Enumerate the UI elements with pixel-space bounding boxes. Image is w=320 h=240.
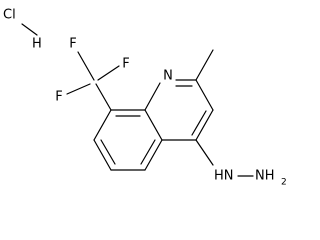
double-bond-c5-c4a	[140, 139, 156, 165]
methyl-bond	[195, 49, 214, 81]
double-bond-c3-c4	[191, 110, 207, 136]
double-bond-c7-c6	[100, 139, 116, 165]
fluorine-right-label: F	[122, 57, 129, 72]
ring-bond-c8-c7	[93, 109, 112, 141]
ring-bond-c4a-c8a	[144, 109, 163, 141]
cf-bond-top	[77, 51, 95, 81]
fluorine-top-label: F	[69, 37, 76, 52]
fluorine-left-label: F	[55, 90, 62, 105]
ring-bond-c7-c6	[93, 139, 112, 171]
ring-bond-c8a-n1	[144, 82, 161, 111]
chlorine-label: Cl	[3, 8, 16, 23]
molecule-drawing: Cl H F F F N HN NH 2	[3, 8, 287, 188]
hydrazine-nh2-label: NH	[255, 169, 275, 184]
ring-nitrogen-label: N	[163, 69, 173, 84]
structure-canvas: Cl H F F F N HN NH 2	[3, 8, 287, 188]
hydrogen-label: H	[32, 37, 42, 52]
hcl-bond	[21, 23, 38, 36]
hydrazine-hn-label: HN	[214, 169, 234, 184]
cf-bond-right	[97, 65, 120, 81]
ring-bond-c5-c4a	[144, 139, 163, 171]
c8-cf3-bond	[95, 83, 112, 111]
ring-bond-c2-c3	[195, 79, 214, 111]
cf-bond-left	[66, 83, 91, 95]
ring-bond-c3-c4	[195, 109, 214, 141]
c4-hydrazine-bond	[195, 139, 214, 166]
hydrazine-subscript: 2	[281, 178, 287, 188]
